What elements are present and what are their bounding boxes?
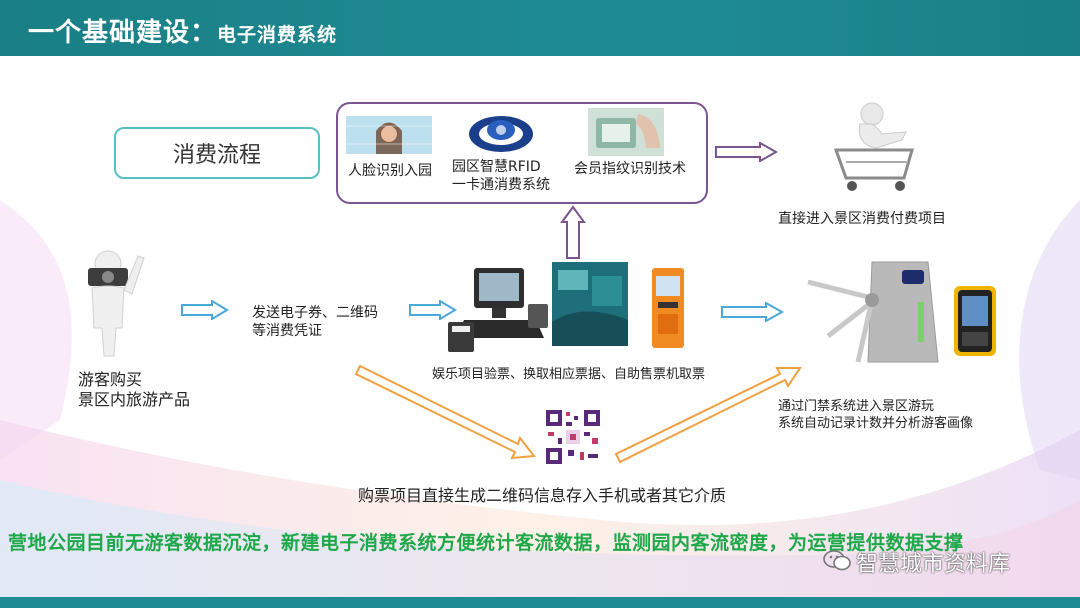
- title-bar: 一个基础建设：电子消费系统: [0, 0, 1080, 56]
- gate-label: 通过门禁系统进入景区游玩 系统自动记录计数并分析游客画像: [778, 399, 974, 431]
- watermark-label: 智慧城市资料库: [856, 552, 1011, 577]
- bottom-statement: 营地公园目前无游客数据沉淀，新建电子消费系统方便统计客流数据，监测园内客流密度，…: [8, 532, 964, 554]
- arrow-kiosk-to-gate: [721, 302, 785, 322]
- handheld-scanner-image: [954, 286, 996, 356]
- method-fingerprint-label: 会员指纹识别技术: [574, 161, 686, 177]
- method-rfid-label: 园区智慧RFID 一卡通消费系统: [452, 159, 550, 193]
- voucher-label: 发送电子券、二维码 等消费凭证: [252, 305, 378, 339]
- arrow-tourist-to-voucher: [181, 300, 229, 320]
- title-main: 一个基础建设：: [28, 18, 218, 48]
- title-sub: 电子消费系统: [217, 24, 338, 46]
- footer-bar: [0, 597, 1080, 608]
- right-top-label: 直接进入景区消费付费项目: [778, 211, 946, 227]
- method-face-label: 人脸识别入园: [348, 163, 432, 179]
- flow-label-box: 消费流程: [114, 127, 320, 179]
- qr-code-image: [544, 408, 602, 466]
- qr-flow-arrows: [354, 364, 802, 464]
- arrow-to-consume: [715, 142, 779, 162]
- flow-label: 消费流程: [172, 143, 261, 168]
- face-recognition-image: [346, 116, 432, 154]
- arrow-up-to-methods: [560, 205, 586, 259]
- shopping-cart-image: [833, 102, 914, 191]
- tourist-label: 游客购买 景区内旅游产品: [78, 370, 191, 409]
- arrow-voucher-to-kiosk: [409, 300, 457, 320]
- fingerprint-image: [588, 108, 664, 156]
- turnstile-gate-image: [807, 261, 939, 363]
- wechat-icon: [823, 550, 851, 571]
- tourist-figure-image: [88, 250, 145, 357]
- kiosk-label: 娱乐项目验票、换取相应票据、自助售票机取票: [432, 367, 706, 382]
- rfid-wristband-image: [469, 116, 533, 152]
- qr-label: 购票项目直接生成二维码信息存入手机或者其它介质: [358, 486, 727, 505]
- pos-terminal-image: [448, 268, 548, 352]
- scanning-photo-image: [552, 262, 628, 346]
- ticket-kiosk-image: [652, 268, 684, 348]
- page-title: 一个基础建设：电子消费系统: [28, 12, 337, 49]
